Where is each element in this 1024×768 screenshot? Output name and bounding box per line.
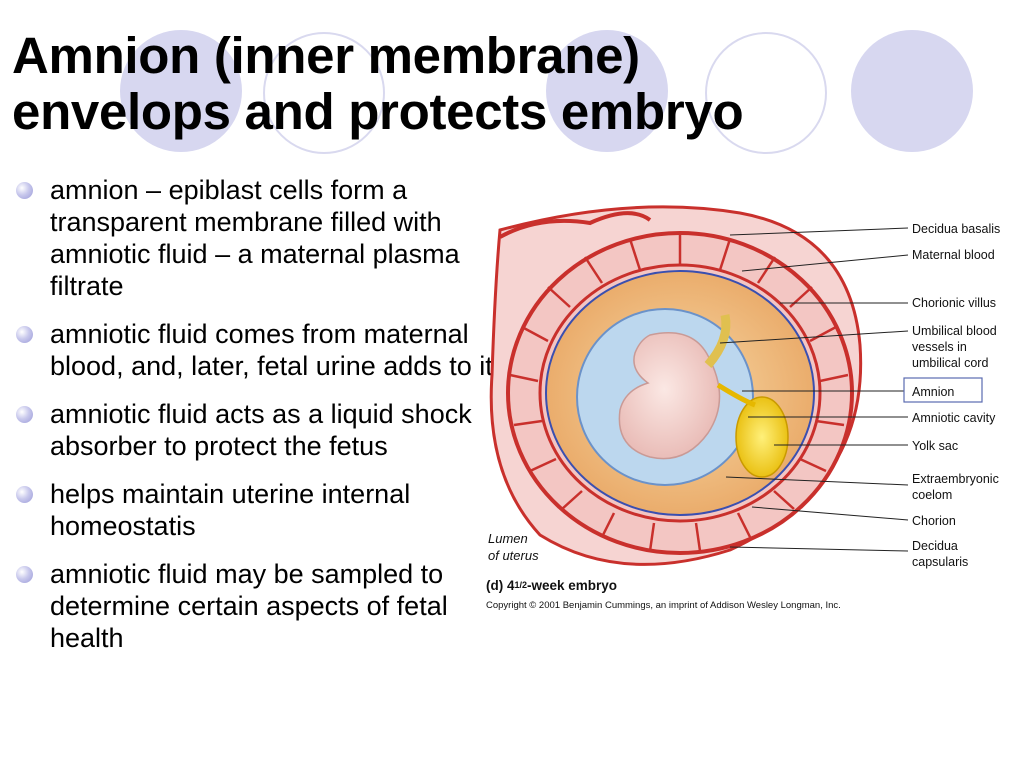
- label-umbilical-line2: vessels in: [912, 340, 967, 354]
- embryo-diagram: Decidua basalis Maternal blood Chorionic…: [486, 205, 1000, 611]
- label-umbilical-line1: Umbilical blood: [912, 324, 997, 338]
- decorative-circle-3: [851, 30, 973, 152]
- slide-title: Amnion (inner membrane) envelops and pro…: [12, 27, 744, 140]
- label-chorionic-villus: Chorionic villus: [912, 296, 996, 310]
- caption-fraction: 1/2: [515, 580, 528, 590]
- bullet-item: amniotic fluid comes from maternal blood…: [14, 318, 514, 382]
- copyright-notice: Copyright © 2001 Benjamin Cummings, an i…: [486, 600, 841, 611]
- bullet-text: amnion – epiblast cells form a transpare…: [50, 175, 460, 301]
- bullet-icon: [16, 182, 33, 199]
- bullet-item: amnion – epiblast cells form a transpare…: [14, 174, 514, 302]
- decorative-ring-2: [705, 32, 827, 154]
- label-lumen-line1: Lumen: [488, 531, 528, 546]
- label-decidua-capsularis-line1: Decidua: [912, 539, 958, 553]
- label-umbilical-line3: umbilical cord: [912, 356, 988, 370]
- umbilical-cord: [704, 314, 731, 368]
- title-line-1: Amnion (inner membrane): [12, 27, 640, 84]
- title-line-2: envelops and protects embryo: [12, 83, 744, 140]
- yolk-sac: [735, 396, 789, 478]
- bullet-icon: [16, 486, 33, 503]
- caption-prefix: (d) 4: [486, 578, 515, 593]
- bullet-text: helps maintain uterine internal homeosta…: [50, 479, 411, 541]
- figure-caption: (d) 41/2-week embryo: [486, 578, 617, 593]
- bullet-text: amniotic fluid may be sampled to determi…: [50, 559, 448, 653]
- label-decidua-basalis: Decidua basalis: [912, 222, 1000, 236]
- bullet-item: helps maintain uterine internal homeosta…: [14, 478, 514, 542]
- label-amnion: Amnion: [912, 385, 954, 399]
- yolk-stalk: [716, 382, 756, 408]
- decorative-circle-1: [120, 30, 242, 152]
- label-chorion: Chorion: [912, 514, 956, 528]
- chorionic-villi: [509, 233, 849, 552]
- bullet-icon: [16, 406, 33, 423]
- decorative-ring-1: [263, 32, 385, 154]
- maternal-artery: [499, 211, 652, 239]
- bullet-item: amniotic fluid acts as a liquid shock ab…: [14, 398, 514, 462]
- label-maternal-blood: Maternal blood: [912, 248, 995, 262]
- leader-lines: [719, 227, 909, 552]
- amnion-highlight-box: [903, 377, 983, 403]
- label-yolk-sac: Yolk sac: [912, 439, 958, 453]
- bullet-icon: [16, 566, 33, 583]
- bullet-icon: [16, 326, 33, 343]
- label-amniotic-cavity: Amniotic cavity: [912, 411, 996, 425]
- bullet-list: amnion – epiblast cells form a transpare…: [14, 174, 514, 670]
- bullet-text: amniotic fluid comes from maternal blood…: [50, 319, 493, 381]
- label-lumen-line2: of uterus: [488, 548, 539, 563]
- bullet-text: amniotic fluid acts as a liquid shock ab…: [50, 399, 472, 461]
- label-extraembryonic-line1: Extraembryonic: [912, 472, 999, 486]
- label-extraembryonic-line2: coelom: [912, 488, 952, 502]
- bullet-item: amniotic fluid may be sampled to determi…: [14, 558, 514, 654]
- label-decidua-capsularis-line2: capsularis: [912, 555, 968, 569]
- decorative-circle-2: [546, 30, 668, 152]
- caption-suffix: -week embryo: [527, 578, 617, 593]
